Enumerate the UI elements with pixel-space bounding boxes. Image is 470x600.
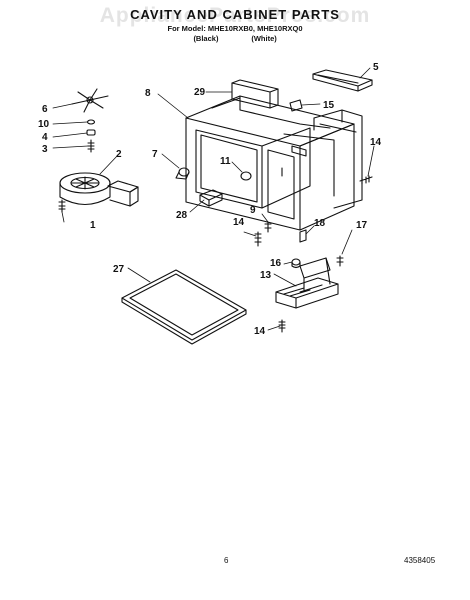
blower-housing-part bbox=[59, 172, 139, 207]
callout-7: 7 bbox=[152, 149, 158, 160]
clip-part bbox=[289, 99, 303, 112]
callout-15: 15 bbox=[323, 100, 335, 111]
diagram-title: CAVITY AND CABINET PARTS bbox=[130, 7, 340, 22]
block-part bbox=[199, 189, 223, 207]
glass-tray-part bbox=[121, 269, 247, 345]
model-numbers: For Model: MHE10RXB0, MHE10RXQ0 bbox=[167, 24, 303, 33]
callout-14-bottom: 14 bbox=[254, 326, 266, 337]
callout-5: 5 bbox=[373, 62, 379, 73]
callout-17: 17 bbox=[356, 220, 368, 231]
callout-10: 10 bbox=[38, 119, 50, 130]
callout-1: 1 bbox=[90, 220, 96, 231]
screw-part-14-bottom bbox=[278, 319, 286, 333]
stirrer-hardware-stack bbox=[86, 119, 96, 153]
callout-13: 13 bbox=[260, 270, 272, 281]
screw-part-1 bbox=[58, 199, 66, 213]
diagram-header: CAVITY AND CABINET PARTS For Model: MHE1… bbox=[0, 6, 470, 44]
callout-9: 9 bbox=[250, 205, 256, 216]
nut-part-16 bbox=[291, 258, 301, 269]
stirrer-blade-part bbox=[71, 88, 109, 113]
callout-2: 2 bbox=[116, 149, 122, 160]
callout-14-right: 14 bbox=[370, 137, 382, 148]
screw-part-17 bbox=[336, 255, 344, 267]
callout-27: 27 bbox=[113, 264, 125, 275]
callout-29: 29 bbox=[194, 87, 206, 98]
screw-part-9 bbox=[264, 221, 272, 233]
bracket-assembly-part bbox=[275, 257, 339, 309]
callout-6: 6 bbox=[42, 104, 48, 115]
callout-28: 28 bbox=[176, 210, 188, 221]
fastener-part-18 bbox=[299, 229, 307, 243]
watermark: AppliancePartsPros.com bbox=[99, 4, 371, 27]
callout-18: 18 bbox=[314, 218, 326, 229]
cavity-frame-part bbox=[185, 79, 363, 231]
callout-4: 4 bbox=[42, 132, 48, 143]
variant-black: (Black) bbox=[193, 34, 219, 43]
callout-8: 8 bbox=[145, 88, 151, 99]
variant-white: (White) bbox=[251, 34, 277, 43]
document-code: 4358405 bbox=[404, 556, 436, 565]
callout-labels: 6 10 4 3 2 1 8 7 29 11 28 5 15 14 9 14 1… bbox=[38, 62, 382, 337]
color-variants: (Black) (White) bbox=[0, 34, 470, 44]
knob-part bbox=[175, 167, 190, 180]
screw-part-14-right bbox=[359, 175, 373, 185]
screw-part-14-left bbox=[254, 231, 262, 247]
callout-14-left: 14 bbox=[233, 217, 245, 228]
callout-11: 11 bbox=[220, 156, 231, 167]
leader-lines bbox=[52, 67, 375, 331]
callout-3: 3 bbox=[42, 144, 48, 155]
top-bracket-part bbox=[312, 69, 373, 92]
callout-16: 16 bbox=[270, 258, 282, 269]
page-number: 6 bbox=[224, 556, 229, 565]
